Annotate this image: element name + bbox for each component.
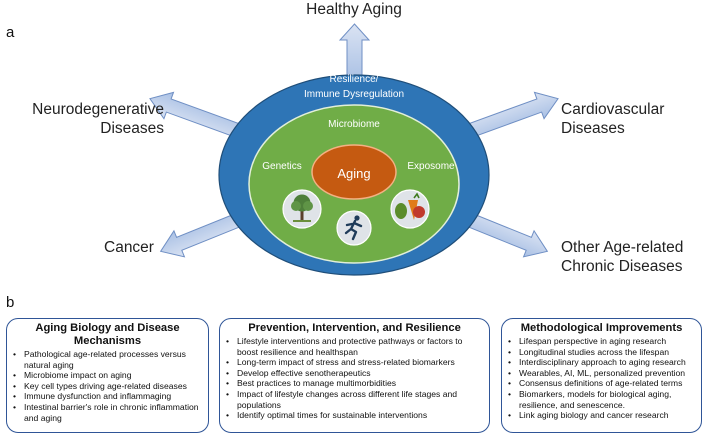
list-item: Lifespan perspective in aging research (508, 336, 695, 347)
list-item: Impact of lifestyle changes across diffe… (226, 389, 483, 410)
list-item: Link aging biology and cancer research (508, 410, 695, 421)
outcome-cardiovascular-line2: Diseases (561, 120, 625, 137)
list-item: Develop effective senotherapeutics (226, 368, 483, 379)
list-item: Identify optimal times for sustainable i… (226, 410, 483, 421)
outcome-other-chronic: Other Age-related Chronic Diseases (561, 238, 683, 276)
panel-a-letter: a (6, 24, 15, 41)
list-item: Microbiome impact on aging (13, 370, 202, 381)
outcome-neurodegenerative-line2: Diseases (100, 120, 164, 137)
box-prevention: Prevention, Intervention, and Resilience… (219, 318, 490, 433)
list-item: Immune dysfunction and inflammaging (13, 391, 202, 402)
box-aging-biology-list: Pathological age-related processes versu… (13, 349, 202, 423)
outcome-neurodegenerative: Neurodegenerative Diseases (14, 100, 164, 138)
outer-ring-line1: Resilience/ (330, 74, 379, 85)
list-item: Lifestyle interventions and protective p… (226, 336, 483, 357)
outcome-other-chronic-line1: Other Age-related (561, 239, 684, 256)
box-prevention-list: Lifestyle interventions and protective p… (226, 336, 483, 421)
box-prevention-title: Prevention, Intervention, and Resilience (248, 322, 461, 334)
list-item: Interdisciplinary approach to aging rese… (508, 357, 695, 368)
center-aging (311, 144, 397, 200)
box-aging-biology-title: Aging Biology and Disease Mechanisms (35, 322, 180, 347)
panel-b-letter: b (6, 294, 15, 311)
box-aging-biology: Aging Biology and Disease Mechanisms Pat… (6, 318, 209, 433)
list-item: Consensus definitions of age-related ter… (508, 378, 695, 389)
outer-ring-line2: Immune Dysregulation (304, 89, 404, 100)
middle-ring-left: Genetics (262, 161, 301, 172)
list-item: Wearables, AI, ML, personalized preventi… (508, 368, 695, 379)
aging-diagram: Resilience/ Immune Dysregulation Microbi… (149, 23, 559, 276)
outcome-cardiovascular: Cardiovascular Diseases (561, 100, 664, 138)
list-item: Key cell types driving age-related disea… (13, 381, 202, 392)
list-item: Best practices to manage multimorbiditie… (226, 378, 483, 389)
outcome-other-chronic-line2: Chronic Diseases (561, 258, 683, 275)
box-methodological-list: Lifespan perspective in aging research L… (508, 336, 695, 421)
list-item: Intestinal barrier's role in chronic inf… (13, 402, 202, 423)
outcome-cancer: Cancer (104, 239, 154, 256)
center-label: Aging (337, 166, 370, 181)
box-methodological-title: Methodological Improvements (520, 322, 683, 334)
list-item: Long-term impact of stress and stress-re… (226, 357, 483, 368)
middle-ring-right: Exposome (407, 161, 455, 172)
outcome-neurodegenerative-line1: Neurodegenerative (32, 101, 164, 118)
outcome-cardiovascular-line1: Cardiovascular (561, 101, 665, 118)
runner-icon (336, 210, 372, 246)
tree-icon (282, 189, 322, 229)
middle-ring-top: Microbiome (328, 119, 380, 130)
list-item: Biomarkers, models for biological aging,… (508, 389, 695, 410)
list-item: Longitudinal studies across the lifespan (508, 347, 695, 358)
outcome-healthy-aging: Healthy Aging (306, 1, 402, 18)
vegetables-icon (390, 189, 430, 229)
box-methodological: Methodological Improvements Lifespan per… (501, 318, 702, 433)
list-item: Pathological age-related processes versu… (13, 349, 202, 370)
